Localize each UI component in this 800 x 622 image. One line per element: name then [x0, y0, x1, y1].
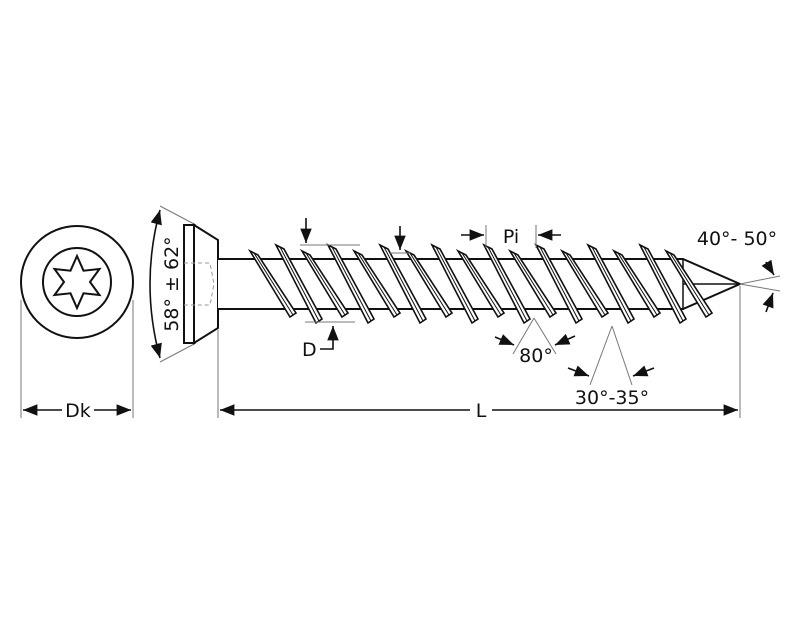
torx-drive-icon	[52, 253, 102, 311]
head-top-view	[20, 225, 134, 339]
thread-crest-line	[357, 252, 398, 316]
thread-angle-label: 80°	[519, 345, 553, 367]
thread-crest-line	[279, 246, 320, 322]
thread-crest-line	[539, 246, 580, 322]
thread-crest-line	[331, 246, 372, 322]
thread-crest-line	[565, 252, 606, 316]
thread-crest-line	[461, 252, 502, 316]
head-angle-label: 58° ± 62°	[161, 236, 183, 331]
thread-flights	[247, 243, 714, 325]
pitch-dimension: Pi	[461, 225, 561, 248]
tip-angle-dimension: 40°- 50°	[697, 228, 781, 313]
thread-angle-dimension: 80°	[494, 317, 576, 367]
length-label: L	[476, 400, 487, 422]
thread-crest-line	[253, 252, 294, 316]
thread-crest-line	[643, 246, 684, 322]
thread-crest-line	[435, 246, 476, 322]
thread-crest-line	[617, 252, 658, 316]
flank-angle-label: 30°-35°	[575, 387, 649, 409]
head-angle-arc	[149, 209, 162, 359]
pitch-label: Pi	[503, 226, 519, 248]
drive-recess-hidden	[184, 262, 215, 306]
screw-head: 58° ± 62°	[149, 205, 219, 363]
tip-angle-label: 40°- 50°	[697, 228, 777, 250]
dk-dimension: Dk	[20, 300, 134, 422]
thread-crest-line	[409, 252, 450, 316]
thread-crest-line	[487, 246, 528, 322]
length-dimension: L	[217, 286, 741, 422]
dk-label: Dk	[65, 400, 91, 422]
thread-crest-line	[305, 252, 346, 316]
d-dimension: D	[300, 218, 410, 361]
screw-shank	[218, 243, 743, 325]
d-label: D	[302, 339, 317, 361]
thread-crest-line	[513, 252, 554, 316]
thread-crest-line	[383, 246, 424, 322]
thread-crest-line	[591, 246, 632, 322]
flank-angle-dimension: 30°-35°	[567, 325, 655, 409]
thread-crest-line	[669, 252, 710, 316]
